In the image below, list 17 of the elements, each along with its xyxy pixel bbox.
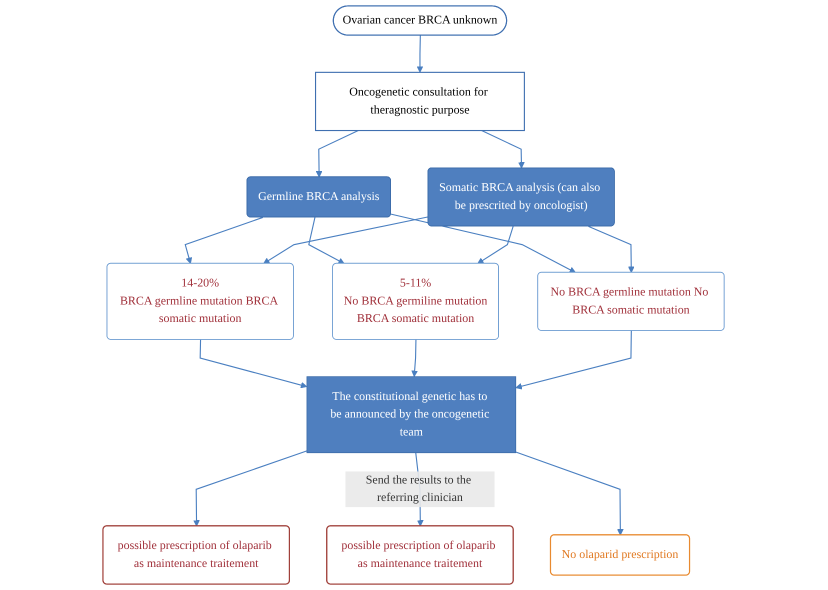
arrow xyxy=(264,216,429,264)
arrow xyxy=(588,226,635,273)
arrow xyxy=(200,340,308,388)
arrow xyxy=(185,216,264,264)
arrow xyxy=(516,330,632,390)
edge-label: Send the results to the referring clinician xyxy=(366,474,472,504)
arrow xyxy=(316,130,359,178)
arrow xyxy=(391,214,576,273)
node-box: The constitutional genetic has to be announced by the oncogenetic team xyxy=(306,376,517,454)
arrow xyxy=(417,35,424,73)
arrow xyxy=(308,217,346,264)
node-box: Oncogenetic consultation for theragnostic purpose xyxy=(315,72,526,132)
arrow xyxy=(478,226,514,264)
arrow xyxy=(516,452,624,536)
arrow xyxy=(412,340,418,377)
arrow xyxy=(194,450,308,526)
arrow xyxy=(482,130,526,168)
